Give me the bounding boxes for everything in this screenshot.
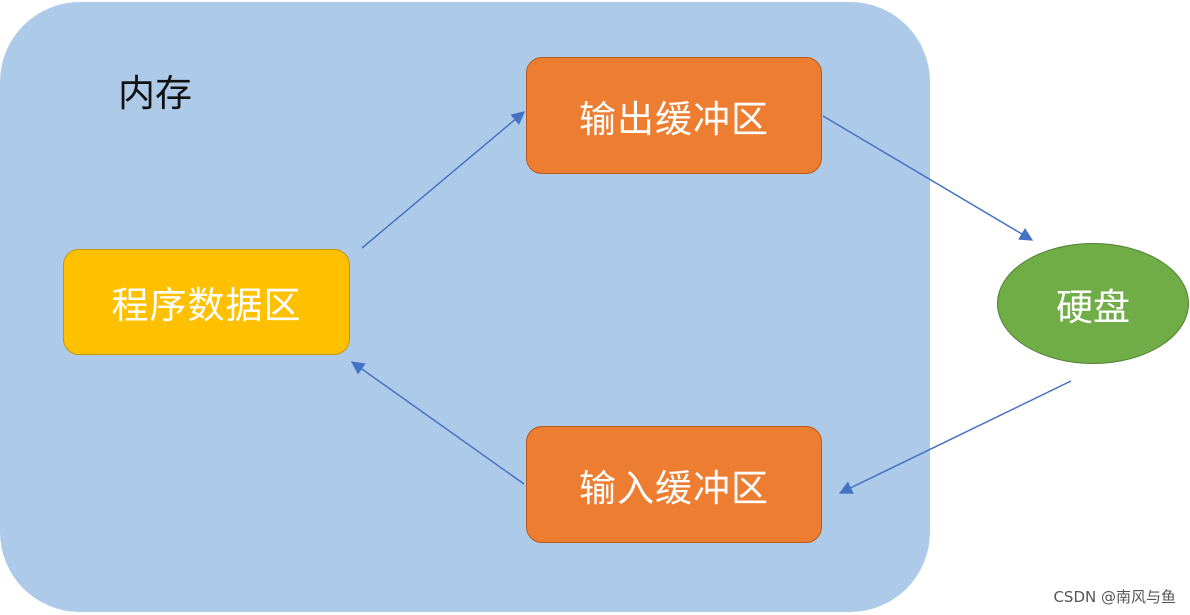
memory-label: 内存 [118,72,192,115]
output-buffer-box: 输出缓冲区 [526,57,822,174]
watermark: CSDN @南风与鱼 [1053,588,1176,606]
disk-ellipse: 硬盘 [997,243,1189,364]
program-data-box: 程序数据区 [63,249,350,355]
output-buffer-label: 输出缓冲区 [579,97,769,141]
program-data-label: 程序数据区 [111,284,302,327]
input-buffer-box: 输入缓冲区 [526,426,822,543]
input-buffer-label: 输入缓冲区 [579,466,769,510]
disk-label: 硬盘 [1056,285,1130,329]
